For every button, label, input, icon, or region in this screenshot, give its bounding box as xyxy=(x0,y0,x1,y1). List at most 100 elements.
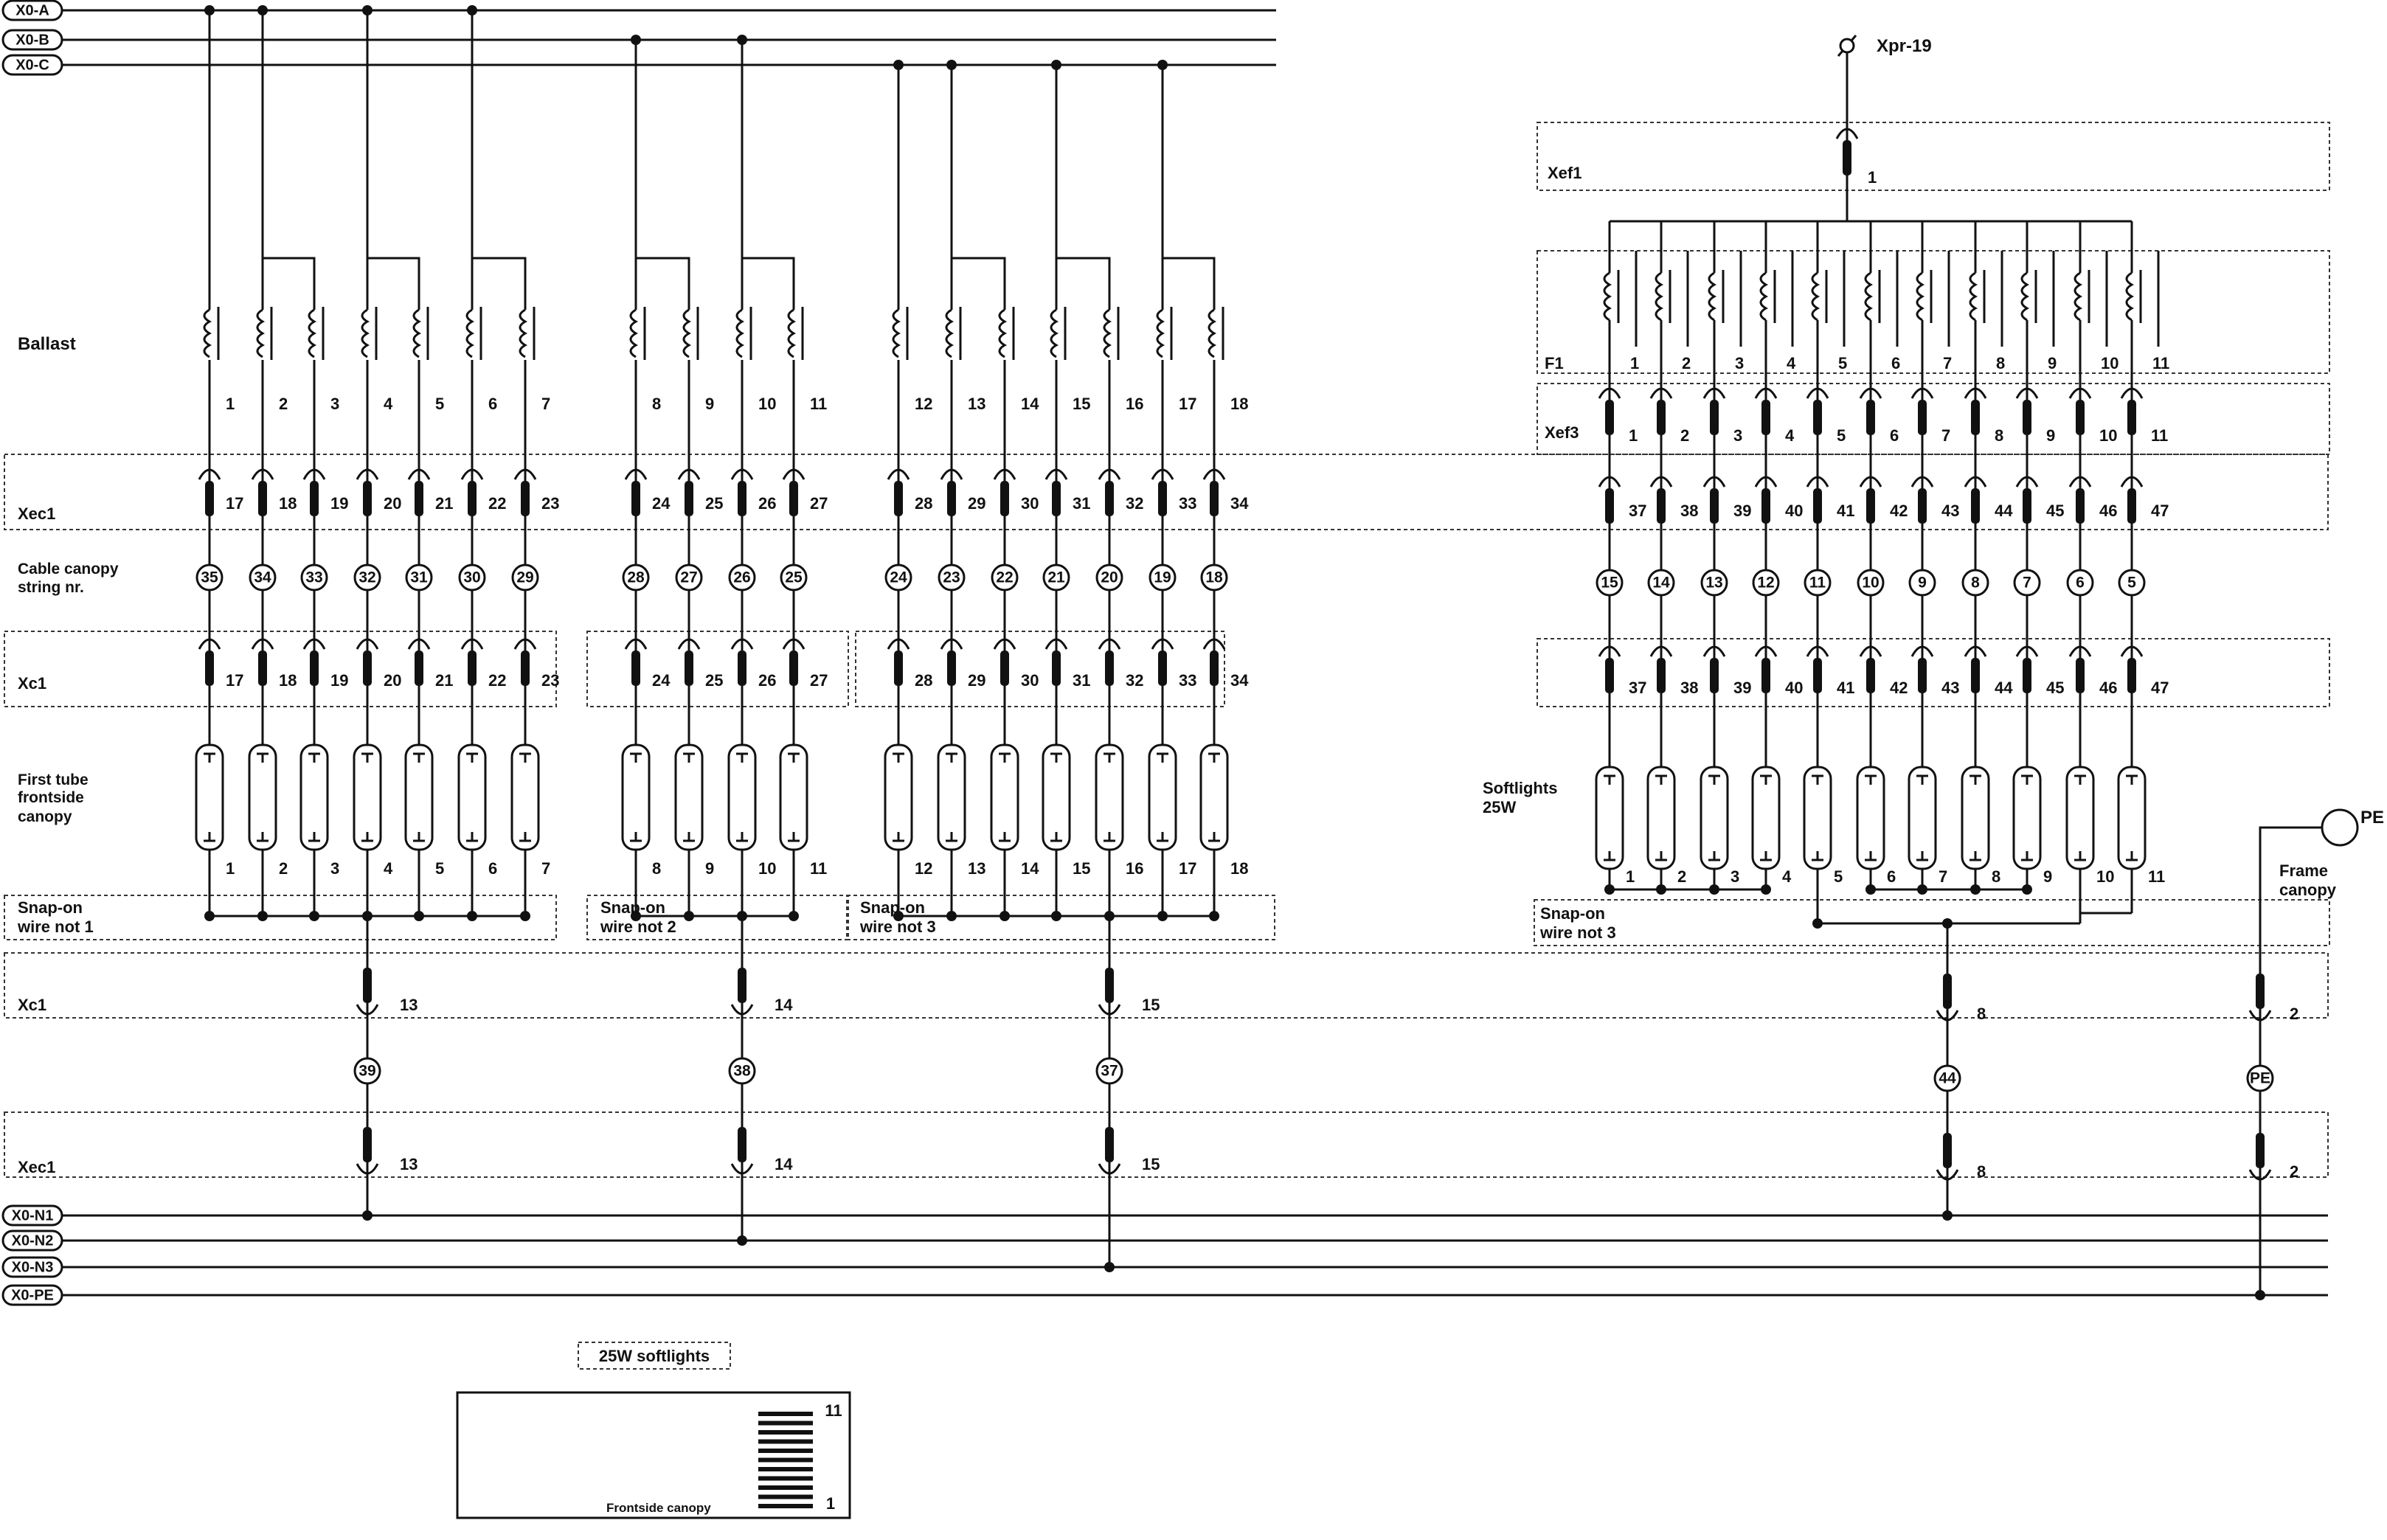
f1-number: 11 xyxy=(2152,354,2169,372)
front-tube xyxy=(248,743,277,851)
terminal-cup xyxy=(1910,476,1934,488)
xc1-terminal xyxy=(251,638,274,686)
terminal-plug xyxy=(2076,658,2085,693)
terminal-cup xyxy=(730,468,754,480)
xec1-box xyxy=(4,454,2329,530)
xec1-terminal-number: 39 xyxy=(1733,502,1751,520)
front-tube xyxy=(195,743,224,851)
terminal-cup xyxy=(1806,387,1829,399)
ballast-coil xyxy=(1603,270,1620,323)
legend-title: 25W softlights xyxy=(599,1347,710,1365)
xc1-terminal-number: 24 xyxy=(652,671,671,690)
pe-bus-junction xyxy=(2255,1290,2265,1300)
snap-on-label: Snap-on xyxy=(600,898,665,917)
xec1-terminal-number: 17 xyxy=(226,494,243,513)
tube-number: 5 xyxy=(435,859,444,878)
xec1-terminal xyxy=(624,468,648,516)
coil-winding xyxy=(361,308,370,358)
xc1-terminal-number: 44 xyxy=(1995,679,2013,697)
snap-junction xyxy=(1970,884,1981,895)
legend-tube-line xyxy=(758,1430,813,1435)
xec1-terminal-number: 34 xyxy=(1230,494,1249,513)
tube-number: 17 xyxy=(1179,859,1196,878)
ballast-coil xyxy=(1103,307,1120,360)
snap-junction xyxy=(1865,884,1876,895)
xc1-neutral-terminal xyxy=(730,968,754,1016)
bus-label: X0-N2 xyxy=(12,1232,54,1249)
cable-string-circle xyxy=(884,563,912,592)
bus-tag-bottom xyxy=(1,1204,63,1227)
xec1-terminal-number: 33 xyxy=(1179,494,1196,513)
terminal-plug xyxy=(1605,658,1614,693)
coil-winding xyxy=(465,308,475,358)
terminal-cup xyxy=(1859,387,1882,399)
softlight-tube xyxy=(1751,766,1781,870)
terminal-cup xyxy=(1098,1004,1121,1016)
f1-number: 10 xyxy=(2101,354,2118,372)
terminal-plug xyxy=(468,651,477,686)
string-number: 23 xyxy=(943,569,960,586)
xec1-terminal xyxy=(2015,476,2039,524)
coil-winding xyxy=(2125,271,2135,322)
terminal-plug xyxy=(1918,488,1927,524)
terminal-cup xyxy=(2068,645,2092,657)
xec1-terminal xyxy=(887,468,910,516)
xef3-terminal xyxy=(1859,387,1882,435)
snap-junction xyxy=(257,911,268,921)
xec1-neutral-terminal xyxy=(1936,1133,1959,1181)
terminal-plug xyxy=(1000,651,1009,686)
string-number: 24 xyxy=(890,569,907,586)
terminal-plug xyxy=(789,481,798,516)
tube-body xyxy=(510,743,540,851)
bus-tag-top xyxy=(1,29,63,51)
bus-tag-top xyxy=(1,54,63,76)
tube-body xyxy=(990,743,1019,851)
neutral-string-circle xyxy=(728,1057,756,1085)
snap-junction xyxy=(684,911,694,921)
terminal-plug xyxy=(1761,658,1770,693)
neutral-bus-junction xyxy=(1942,1210,1953,1221)
neutral-string-circle xyxy=(353,1057,381,1085)
tube-body xyxy=(1646,766,1676,870)
cable-string-circle xyxy=(1149,563,1177,592)
neutral-string-circle xyxy=(1095,1057,1123,1085)
cable-string-circle xyxy=(2013,569,2041,597)
terminal-plug xyxy=(1710,400,1719,435)
terminal-cup xyxy=(1754,645,1778,657)
xc1-terminal xyxy=(887,638,910,686)
tube-body xyxy=(1595,766,1624,870)
terminal-plug xyxy=(468,481,477,516)
xec1-terminal-number: 21 xyxy=(435,494,453,513)
cable-string-circle xyxy=(675,563,703,592)
tube-body xyxy=(2117,766,2147,870)
tube-number: 9 xyxy=(705,859,714,878)
tube-body xyxy=(674,743,704,851)
terminal-plug xyxy=(415,651,423,686)
cable-string-circle xyxy=(1908,569,1936,597)
tube-body xyxy=(621,743,651,851)
xef3-terminal-number: 4 xyxy=(1785,426,1795,445)
xc1-terminal xyxy=(1151,638,1174,686)
string-number: 10 xyxy=(1862,575,1879,592)
legend-tube-line xyxy=(758,1494,813,1499)
ballast-coil xyxy=(682,307,699,360)
legend-tube-line xyxy=(758,1412,813,1416)
f1-box xyxy=(1537,250,2330,374)
tube-body xyxy=(2012,766,2042,870)
terminal-plug xyxy=(685,481,693,516)
front-tube xyxy=(937,743,966,851)
ballast-number: 2 xyxy=(279,395,288,413)
tube-number: 18 xyxy=(1230,859,1248,878)
neutral-terminal-number: 8 xyxy=(1977,1162,1986,1181)
coil-winding xyxy=(998,308,1008,358)
terminal-cup xyxy=(1649,645,1673,657)
ballast-coil xyxy=(1208,307,1224,360)
ballast-coil xyxy=(465,307,482,360)
xef3-terminal xyxy=(2015,387,2039,435)
xc1-terminal-number: 34 xyxy=(1230,671,1249,690)
snap-junction xyxy=(204,911,215,921)
coil-winding xyxy=(203,308,212,358)
snap-junction xyxy=(1917,884,1927,895)
front-tube xyxy=(1095,743,1124,851)
terminal-plug xyxy=(2023,400,2031,435)
